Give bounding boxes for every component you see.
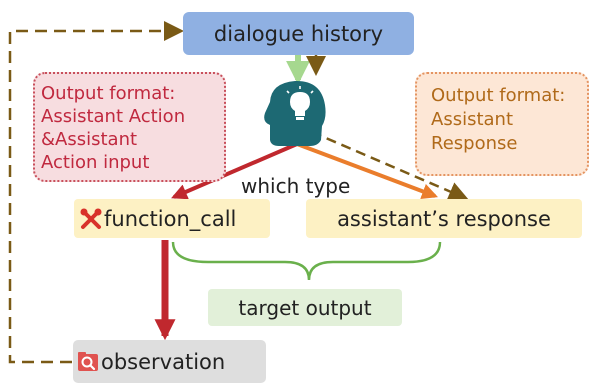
target-output-node: target output [208, 289, 402, 326]
observation-label: observation [101, 349, 226, 374]
left-note-line-3: &Assistant [41, 129, 138, 150]
response-output-format-note: Output format: Assistant Response [415, 72, 589, 176]
assistant-response-label: assistant’s response [337, 206, 551, 231]
right-note-line-1: Output format: [431, 85, 566, 106]
feedback-loop-arrow [8, 21, 184, 364]
to-response-arrow [296, 142, 438, 199]
function-call-node: function_call [74, 199, 270, 238]
left-note-line-2: Assistant Action [41, 106, 186, 127]
dialogue-history-node: dialogue history [183, 12, 414, 55]
target-brace [171, 241, 442, 281]
function-output-format-note: Output format: Assistant Action &Assista… [33, 72, 226, 182]
right-note-line-2: Assistant [431, 109, 514, 130]
function-call-label: function_call [104, 206, 237, 231]
agent-icon [264, 80, 326, 146]
magnifier-folder-icon [78, 351, 98, 371]
dialogue-history-label: dialogue history [213, 21, 384, 46]
assistant-response-node: assistant’s response [306, 199, 582, 238]
left-note-line-1: Output format: [41, 83, 176, 104]
to-function-call-arrow [171, 142, 298, 200]
right-note-line-3: Response [431, 133, 518, 154]
to-response-dashed-arrow [311, 130, 469, 201]
which-type-label: which type [241, 174, 351, 198]
left-note-line-4: Action input [41, 152, 150, 173]
target-output-label: target output [238, 295, 372, 320]
observation-node: observation [73, 340, 266, 383]
crossed-tools-icon [80, 208, 102, 229]
